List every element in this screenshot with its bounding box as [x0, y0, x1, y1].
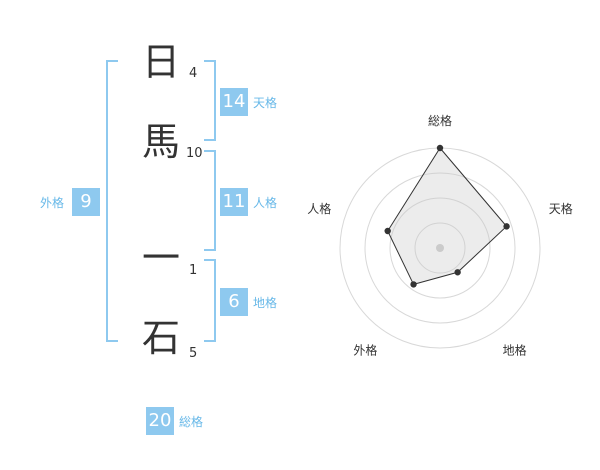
gaikaku-label: 外格 [40, 196, 65, 210]
radar-area [387, 147, 508, 285]
radar-polygon [387, 147, 508, 285]
radar-point-3 [454, 269, 461, 276]
radar-point-2 [503, 223, 510, 230]
soukaku-badge: 20 [146, 407, 174, 435]
chikaku-badge: 6 [220, 288, 248, 316]
radar-point-1 [436, 144, 444, 152]
radar-points [384, 144, 510, 288]
chikaku-label: 地格 [253, 296, 278, 310]
stroke-count-1: 4 [189, 66, 198, 81]
tenkaku-badge: 14 [220, 88, 248, 116]
name-char-4: 石 [141, 316, 180, 360]
radar-ring [414, 222, 466, 274]
gaikaku-bracket [106, 60, 118, 342]
chikaku-bracket [204, 259, 216, 342]
stroke-count-4: 5 [189, 346, 198, 361]
soukaku-label: 総格 [179, 415, 204, 429]
name-char-3: 一 [141, 236, 180, 280]
radar-grid [339, 147, 541, 349]
stroke-count-3: 1 [189, 263, 198, 278]
name-char-2: 馬 [141, 120, 180, 164]
radar-ring [389, 197, 491, 299]
tenkaku-bracket [204, 60, 216, 141]
radar-axis-label-5: 人格 [307, 201, 331, 216]
jinkaku-badge: 11 [220, 188, 248, 216]
stroke-count-2: 10 [186, 146, 203, 161]
tenkaku-label: 天格 [253, 96, 278, 110]
radar-axis-label-2: 天格 [549, 201, 573, 216]
radar-ring [364, 172, 516, 324]
radar-axis-label-4: 外格 [353, 343, 377, 358]
radar-center-dot [436, 244, 444, 252]
name-char-1: 日 [141, 40, 180, 84]
jinkaku-label: 人格 [253, 196, 278, 210]
gaikaku-badge: 9 [72, 188, 100, 216]
radar-axis-label-3: 地格 [503, 343, 527, 358]
radar-point-4 [410, 281, 417, 288]
radar-point-5 [384, 227, 391, 235]
jinkaku-bracket [204, 150, 216, 251]
radar-axis-label-1: 総格 [428, 113, 452, 128]
